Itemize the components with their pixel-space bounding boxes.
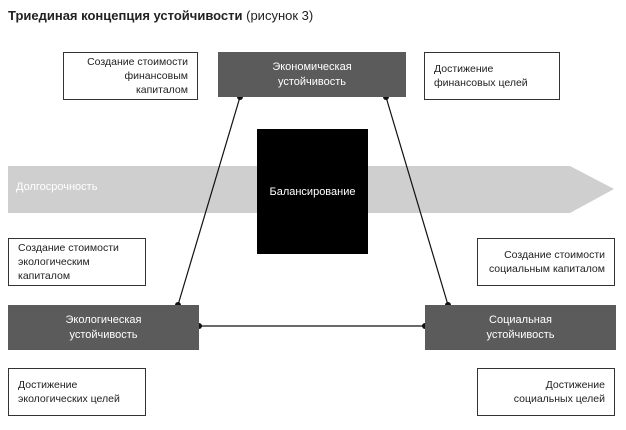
diagram-title: Триединая концепция устойчивости (рисуно… — [8, 8, 313, 23]
note-social-capital: Создание стоимости социальным капиталом — [477, 238, 615, 286]
diagram-title-bold: Триединая концепция устойчивости — [8, 8, 243, 23]
line-economic-social — [385, 96, 449, 306]
note-ecological-capital: Создание стоимости экологическим капитал… — [8, 238, 146, 286]
note-ecological-goals: Достижение экологических целей — [8, 368, 146, 416]
economic-sustainability-box: Экономическая устойчивость — [218, 52, 406, 97]
long-term-label: Долгосрочность — [16, 181, 98, 193]
note-financial-capital: Создание стоимости финансовым капиталом — [63, 52, 198, 100]
ecological-sustainability-box: Экологическая устойчивость — [8, 305, 199, 350]
note-financial-goals: Достижение финансовых целей — [424, 52, 560, 100]
line-economic-ecological — [177, 96, 241, 306]
social-sustainability-box: Социальная устойчивость — [425, 305, 616, 350]
note-social-goals: Достижение социальных целей — [477, 368, 615, 416]
diagram-title-sub: (рисунок 3) — [246, 8, 314, 23]
balancing-box: Балансирование — [257, 129, 368, 254]
